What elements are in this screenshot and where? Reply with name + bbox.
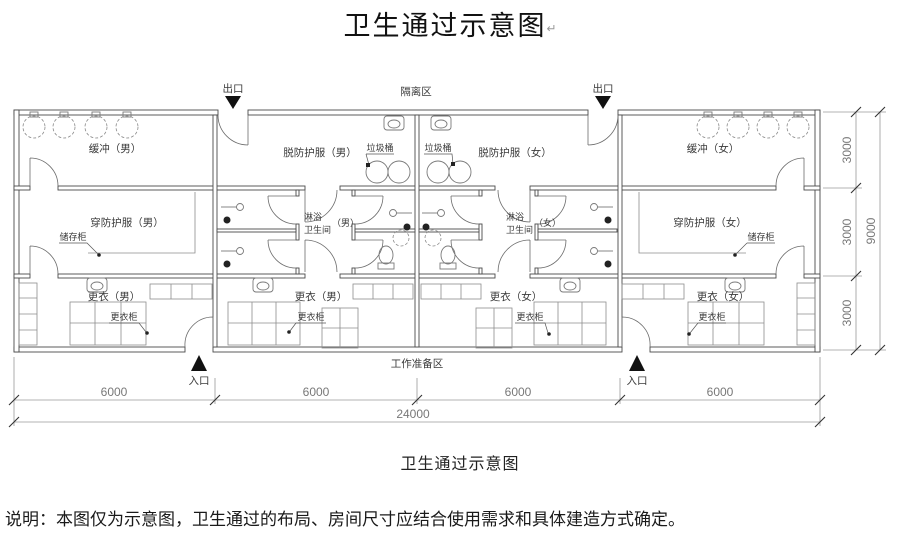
locker-grids [18,282,816,349]
room-label-changing-female-2: 更衣（女） [697,290,750,303]
shower-wc-female-line2: 卫生间 [506,224,533,235]
storage-cabinet-label-female: 储存柜 [747,231,774,242]
shower-wc-female-suffix: （女） [534,217,561,228]
entrance-arrow-icon [629,355,645,371]
sink-icons [86,115,746,293]
page-title: 卫生通过示意图↵ [0,4,900,43]
door-swings [29,114,805,348]
exit-arrow-icon [595,96,611,109]
flow-arrows [191,96,645,371]
storage-cabinets [88,192,746,254]
dimension-lines: 6000 6000 6000 6000 24000 3000 3000 3000… [8,106,886,428]
paragraph-mark-icon: ↵ [546,21,557,36]
entrance-label: 入口 [189,375,210,387]
sprinkler-icons [22,111,810,139]
shower-wc-male-line1: 淋浴 [304,211,322,222]
work-prep-zone-label: 工作准备区 [391,357,444,370]
dim-bottom-4: 6000 [707,385,734,399]
room-label-donning-male: 穿防护服（男） [90,216,164,229]
trash-bin-icons [365,160,472,184]
room-label-buffer-male: 缓冲（男） [89,142,142,155]
dim-right-2: 3000 [840,218,854,245]
trash-bin-label-male: 垃圾桶 [366,142,393,153]
exit-label: 出口 [593,82,614,95]
trash-bin-label-female: 垃圾桶 [424,142,451,153]
exit-label: 出口 [223,82,244,95]
plan-labels: 隔离区 工作准备区 出口 出口 入口 入口 缓冲（男） 缓冲（女） 脱防护服（男… [59,82,774,387]
room-label-changing-male-1: 更衣（男） [88,290,141,303]
toilet-icons [377,245,457,270]
entrance-arrow-icon [191,355,207,371]
room-label-changing-female-1: 更衣（女） [490,290,543,303]
locker-label-female-1: 更衣柜 [516,311,543,322]
room-label-donning-female: 穿防护服（女） [673,216,747,229]
dim-right-total: 9000 [864,217,878,244]
dim-bottom-3: 6000 [505,385,532,399]
locker-label-male-2: 更衣柜 [297,311,324,322]
room-label-doffing-male: 脱防护服（男） [283,146,357,159]
dim-right-3: 3000 [840,299,854,326]
dim-right-1: 3000 [840,136,854,163]
page-title-text: 卫生通过示意图 [343,11,547,41]
exit-arrow-icon [225,96,241,109]
note-text: 说明：本图仅为示意图，卫生通过的布局、房间尺寸应结合使用需求和具体建造方式确定。 [5,510,685,529]
dim-bottom-total: 24000 [396,407,430,421]
leader-lines [59,153,775,336]
shower-wc-male-line2: 卫生间 [304,224,331,235]
shower-icons [221,203,613,268]
figure-caption: 卫生通过示意图 [400,456,520,473]
dim-bottom-1: 6000 [101,385,128,399]
isolation-zone-label: 隔离区 [400,85,432,98]
storage-cabinet-label-male: 储存柜 [59,231,86,242]
shower-wc-female-line1: 淋浴 [506,211,524,222]
room-label-doffing-female: 脱防护服（女） [478,146,552,159]
entrance-label: 入口 [627,375,648,387]
room-label-changing-male-2: 更衣（男） [295,290,348,303]
locker-label-female-2: 更衣柜 [698,311,725,322]
room-label-buffer-female: 缓冲（女） [687,142,740,155]
shower-wc-male-suffix: （男） [332,218,359,228]
locker-label-male-1: 更衣柜 [110,311,137,322]
dim-bottom-2: 6000 [303,385,330,399]
walls [13,109,821,353]
